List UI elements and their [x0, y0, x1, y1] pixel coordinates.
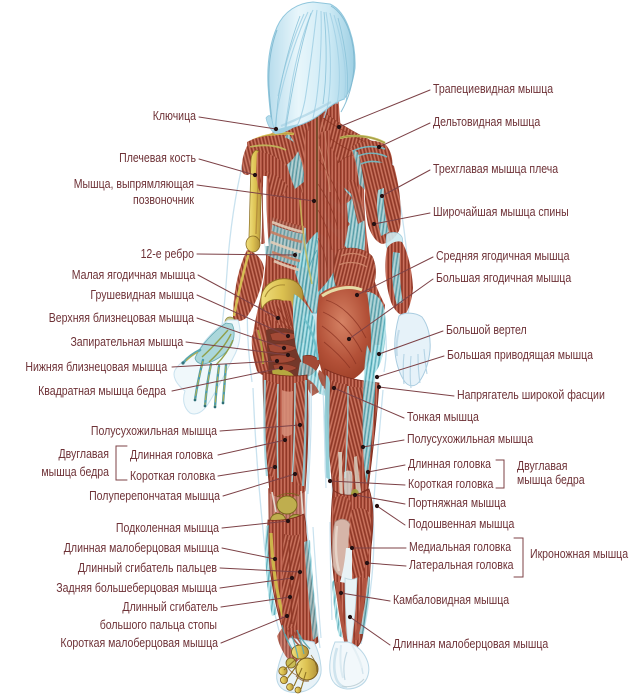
- svg-text:Короткая головка: Короткая головка: [408, 476, 494, 491]
- svg-text:Камбаловидная мышца: Камбаловидная мышца: [393, 592, 509, 607]
- svg-text:Задняя большеберцовая мышца: Задняя большеберцовая мышца: [56, 580, 217, 595]
- svg-text:Медиальная головка: Медиальная головка: [409, 539, 511, 554]
- svg-text:мышца бедра: мышца бедра: [41, 464, 109, 479]
- svg-text:Длинная малоберцовая мышца: Длинная малоберцовая мышца: [393, 636, 549, 651]
- svg-text:Квадратная мышца бедра: Квадратная мышца бедра: [38, 383, 166, 398]
- svg-text:Нижняя близнецовая мышца: Нижняя близнецовая мышца: [25, 359, 167, 374]
- svg-text:позвоночник: позвоночник: [133, 192, 195, 207]
- svg-text:большого пальца стопы: большого пальца стопы: [100, 617, 217, 632]
- svg-text:Подколенная мышца: Подколенная мышца: [116, 520, 219, 535]
- svg-text:Средняя ягодичная мышца: Средняя ягодичная мышца: [436, 248, 570, 263]
- svg-text:Двуглавая: Двуглавая: [517, 458, 567, 473]
- svg-text:12-е ребро: 12-е ребро: [141, 246, 195, 261]
- svg-text:Трехглавая мышца плеча: Трехглавая мышца плеча: [433, 161, 558, 176]
- svg-text:Длинная малоберцовая мышца: Длинная малоберцовая мышца: [64, 540, 220, 555]
- svg-text:Подошвенная мышца: Подошвенная мышца: [408, 516, 515, 531]
- svg-text:Плечевая кость: Плечевая кость: [119, 150, 196, 165]
- svg-text:Полусухожильная мышца: Полусухожильная мышца: [407, 431, 533, 446]
- svg-text:Портняжная мышца: Портняжная мышца: [408, 495, 506, 510]
- svg-text:Длинный сгибатель пальцев: Длинный сгибатель пальцев: [78, 560, 217, 575]
- svg-text:Мышца, выпрямляющая: Мышца, выпрямляющая: [74, 176, 194, 191]
- svg-text:Икроножная мышца: Икроножная мышца: [530, 546, 628, 561]
- svg-text:Запирательная мышца: Запирательная мышца: [70, 334, 183, 349]
- svg-text:Грушевидная мышца: Грушевидная мышца: [90, 287, 194, 302]
- svg-text:Длинный сгибатель: Длинный сгибатель: [122, 599, 218, 614]
- svg-text:Ключица: Ключица: [153, 108, 197, 123]
- svg-text:Большая приводящая мышца: Большая приводящая мышца: [447, 347, 593, 362]
- svg-text:Трапециевидная мышца: Трапециевидная мышца: [433, 81, 553, 96]
- svg-text:Длинная головка: Длинная головка: [130, 447, 213, 462]
- svg-text:Двуглавая: Двуглавая: [59, 446, 109, 461]
- svg-text:Верхняя близнецовая мышца: Верхняя близнецовая мышца: [49, 310, 195, 325]
- svg-text:Широчайшая мышца спины: Широчайшая мышца спины: [433, 204, 569, 219]
- svg-text:Полуперепончатая мышца: Полуперепончатая мышца: [89, 488, 220, 503]
- svg-text:Большая ягодичная мышца: Большая ягодичная мышца: [436, 270, 572, 285]
- svg-text:Малая ягодичная мышца: Малая ягодичная мышца: [72, 267, 196, 282]
- svg-text:Полусухожильная мышца: Полусухожильная мышца: [91, 423, 217, 438]
- svg-text:Большой вертел: Большой вертел: [446, 322, 527, 337]
- svg-text:Короткая головка: Короткая головка: [130, 468, 216, 483]
- svg-text:Тонкая мышца: Тонкая мышца: [407, 409, 479, 424]
- svg-text:Латеральная головка: Латеральная головка: [409, 557, 514, 572]
- svg-text:Напрягатель широкой фасции: Напрягатель широкой фасции: [457, 387, 605, 402]
- svg-text:Короткая малоберцовая мышца: Короткая малоберцовая мышца: [60, 635, 218, 650]
- svg-text:Длинная головка: Длинная головка: [408, 456, 491, 471]
- svg-text:мышца бедра: мышца бедра: [517, 472, 585, 487]
- svg-text:Дельтовидная мышца: Дельтовидная мышца: [433, 114, 541, 129]
